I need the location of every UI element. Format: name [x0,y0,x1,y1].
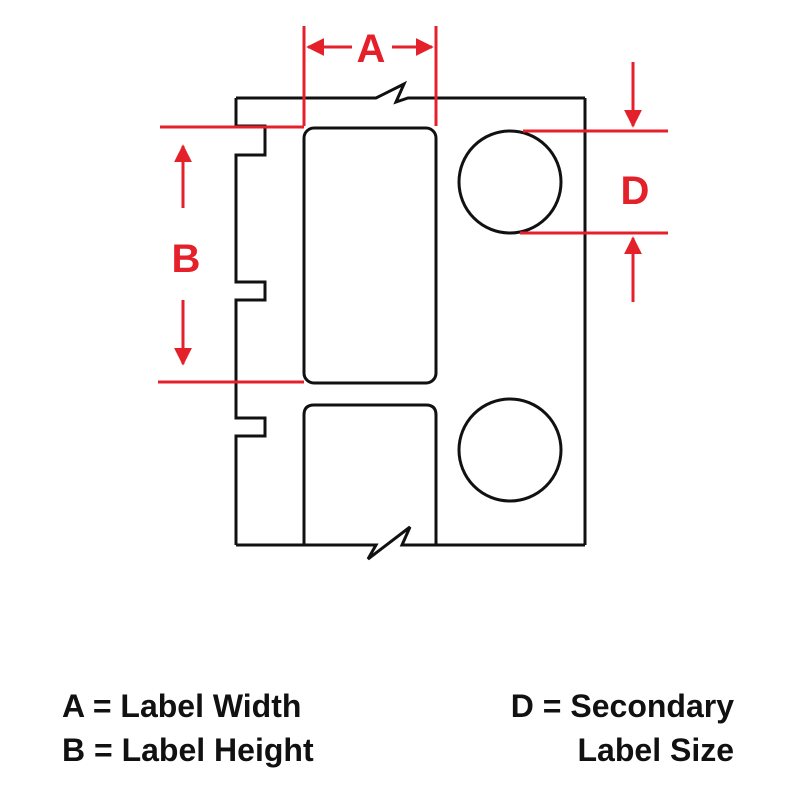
dimension-a-label: A [357,27,386,71]
dimension-b-label: B [172,237,201,281]
secondary-label-bottom [457,397,563,503]
label-dimension-diagram: A B D [158,26,668,561]
primary-labels [302,126,438,545]
legend-label-width: A = Label Width [62,688,302,724]
primary-label-bottom [302,403,438,545]
dimension-b [158,125,304,384]
liner-top-edge [236,80,585,105]
legend-right: D = Secondary Label Size [511,684,734,772]
dimension-a [302,26,438,126]
primary-label-top [302,126,438,385]
legend-left: A = Label Width B = Label Height [62,684,314,772]
secondary-labels [457,129,563,503]
legend-secondary-line1: D = Secondary [510,688,734,724]
dimension-d-label: D [621,169,650,213]
secondary-label-top [457,129,563,235]
liner-bottom-edge [236,525,585,561]
liner-outline [234,80,587,561]
dimension-d [520,62,668,302]
legend-label-height: B = Label Height [62,732,314,768]
legend-secondary-line2: Label Size [577,732,735,768]
liner-left-edge [234,98,267,545]
